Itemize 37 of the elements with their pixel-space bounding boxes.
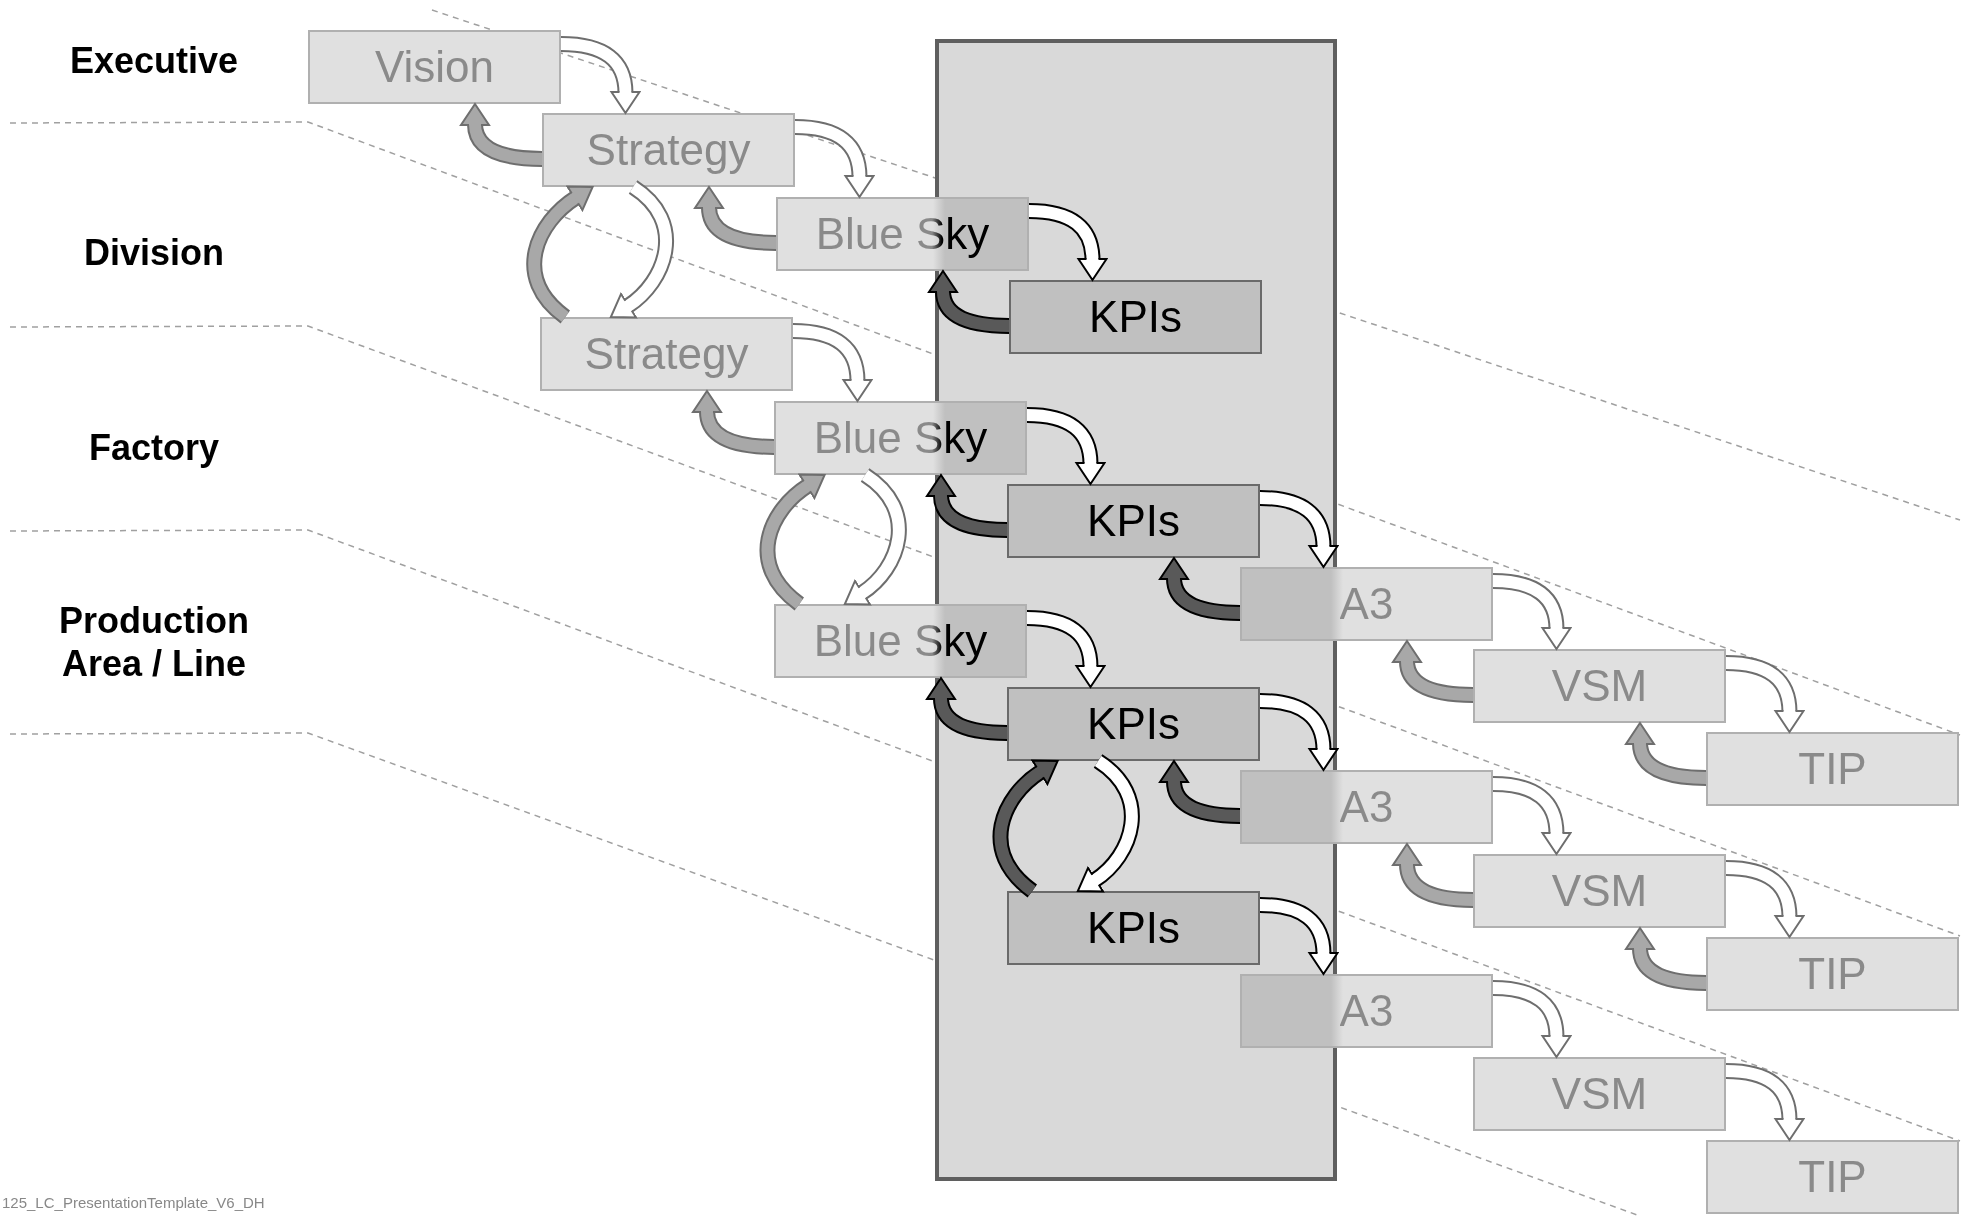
process-box [1473,1057,1726,1131]
box-label: KPIs [1087,903,1180,953]
process-box [1706,1140,1959,1214]
box-label: TIP [1798,949,1867,999]
process-box [1473,649,1726,723]
process-box [308,30,561,104]
box-label: KPIs [1087,496,1180,546]
row-heading: Factory [87,426,220,470]
process-box [774,401,1027,475]
box-label: KPIs [1087,699,1180,749]
box-label: VSM [1551,866,1648,916]
process-box [1009,280,1262,354]
box-label: VSM [1551,1069,1648,1119]
process-box [1706,937,1959,1011]
process-box [1007,484,1260,558]
box-label: KPIs [1089,292,1182,342]
process-box [776,197,1029,271]
process-box [774,604,1027,678]
process-box [1240,567,1493,641]
row-heading: Executive [68,39,240,83]
row-heading: Production Area / Line [58,598,250,686]
process-box [1007,687,1260,761]
process-box [1240,974,1493,1048]
process-box [540,317,793,391]
row-heading: Division [83,231,225,275]
box-label: TIP [1798,1152,1867,1202]
process-box [1473,854,1726,928]
box-label: VSM [1551,661,1648,711]
process-box [1240,770,1493,844]
box-label: Strategy [586,125,751,175]
box-label: TIP [1798,744,1867,794]
process-box [542,113,795,187]
process-box [1007,891,1260,965]
box-label: Vision [374,42,494,92]
box-label: Strategy [584,329,749,379]
process-box [1706,732,1959,806]
footer-text: 125_LC_PresentationTemplate_V6_DH [2,1194,265,1211]
